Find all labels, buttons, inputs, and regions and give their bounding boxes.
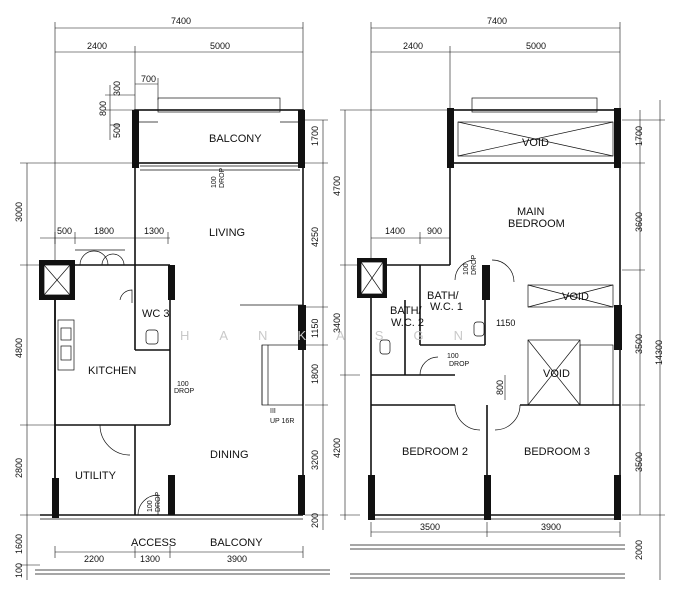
bath1-label-1: BATH/ <box>427 290 460 302</box>
bath1-label-2: W.C. 1 <box>430 301 463 313</box>
bath2-label-1: BATH/ <box>390 305 423 317</box>
bath2-label-2: W.C. 2 <box>391 317 424 329</box>
bedroom3-label: BEDROOM 3 <box>524 446 590 458</box>
drop-note-2-value: 100 <box>177 381 189 388</box>
utility-label: UTILITY <box>75 470 117 482</box>
dim-100: 100 <box>14 563 24 578</box>
dim-2200: 2200 <box>84 554 104 564</box>
drop-note-3-value: 100 <box>147 500 154 512</box>
watermark: HANKASGN <box>180 328 493 343</box>
stair-mark: III <box>270 408 276 415</box>
r-dim-3900-bottom: 3900 <box>541 522 561 532</box>
dim-1800: 1800 <box>310 364 320 384</box>
r-dim-total-width: 7400 <box>487 16 507 26</box>
dim-4250: 4250 <box>310 227 320 247</box>
r-dim-14300: 14300 <box>654 340 664 365</box>
dim-500: 500 <box>57 226 72 236</box>
main-bedroom-label-1: MAIN <box>517 206 545 218</box>
r-dim-2000: 2000 <box>634 540 644 560</box>
dim-1150: 1150 <box>310 319 320 338</box>
r-dim-3500-bottom: 3500 <box>420 522 440 532</box>
void-mid-label: VOID <box>562 291 589 303</box>
r-dim-3500-a: 3500 <box>634 334 644 354</box>
living-label: LIVING <box>209 227 245 239</box>
dim-3000: 3000 <box>14 202 24 222</box>
dim-300: 300 <box>112 81 122 96</box>
bedroom2-label: BEDROOM 2 <box>402 446 468 458</box>
dim-1700: 1700 <box>310 126 320 146</box>
drop-note-2-text: DROP <box>174 388 195 395</box>
drop-note-1-text: DROP <box>219 167 226 188</box>
dim-1300: 1300 <box>144 226 164 236</box>
r-dim-2400: 2400 <box>403 41 423 51</box>
balcony-bottom-label: BALCONY <box>210 537 263 549</box>
dim-3200: 3200 <box>310 450 320 470</box>
left-floor-plan: 7400 2400 5000 700 300 800 500 3000 4800… <box>14 16 330 580</box>
dim-2800: 2800 <box>14 458 24 478</box>
r-dim-4700: 4700 <box>332 176 342 196</box>
void-stair-label: VOID <box>543 368 570 380</box>
r-dim-4200: 4200 <box>332 438 342 458</box>
void-top-label: VOID <box>522 137 549 149</box>
r-dim-3500-b: 3500 <box>634 452 644 472</box>
dim-700: 700 <box>141 74 156 84</box>
dining-label: DINING <box>210 449 249 461</box>
dim-2400: 2400 <box>87 41 107 51</box>
r-dim-900: 900 <box>427 226 442 236</box>
main-bedroom-label-2: BEDROOM <box>508 218 565 230</box>
r-dim-800: 800 <box>495 380 505 395</box>
r-drop-note-1-value: 100 <box>463 263 470 275</box>
dim-1300-bottom: 1300 <box>140 554 160 564</box>
right-floor-plan: 7400 2400 5000 4700 3400 4200 1700 3600 … <box>332 16 665 580</box>
dim-1800: 1800 <box>94 226 114 236</box>
balcony-top-label: BALCONY <box>209 133 262 145</box>
dim-total-width: 7400 <box>171 16 191 26</box>
r-dim-3400: 3400 <box>332 313 342 333</box>
drop-note-3-text: DROP <box>155 491 162 512</box>
r-dim-3600: 3600 <box>634 212 644 232</box>
r-dim-1700: 1700 <box>634 126 644 146</box>
dim-200: 200 <box>310 513 320 528</box>
stair-direction: UP 16R <box>270 418 294 425</box>
r-drop-note-2-value: 100 <box>447 353 459 360</box>
dim-5000: 5000 <box>210 41 230 51</box>
dim-500: 500 <box>112 123 122 138</box>
r-drop-note-2-text: DROP <box>449 361 470 368</box>
r-drop-note-1-text: DROP <box>471 254 478 275</box>
wc3-label: WC 3 <box>142 308 170 320</box>
dim-3900: 3900 <box>227 554 247 564</box>
r-dim-1400: 1400 <box>385 226 405 236</box>
kitchen-label: KITCHEN <box>88 365 136 377</box>
dim-800: 800 <box>98 101 108 116</box>
dim-4800: 4800 <box>14 338 24 358</box>
staircase-left <box>240 304 304 406</box>
access-label: ACCESS <box>131 537 176 549</box>
dim-1600: 1600 <box>14 534 24 554</box>
r-dim-1150: 1150 <box>496 318 515 328</box>
drop-note-1-value: 100 <box>211 176 218 188</box>
r-dim-5000: 5000 <box>526 41 546 51</box>
